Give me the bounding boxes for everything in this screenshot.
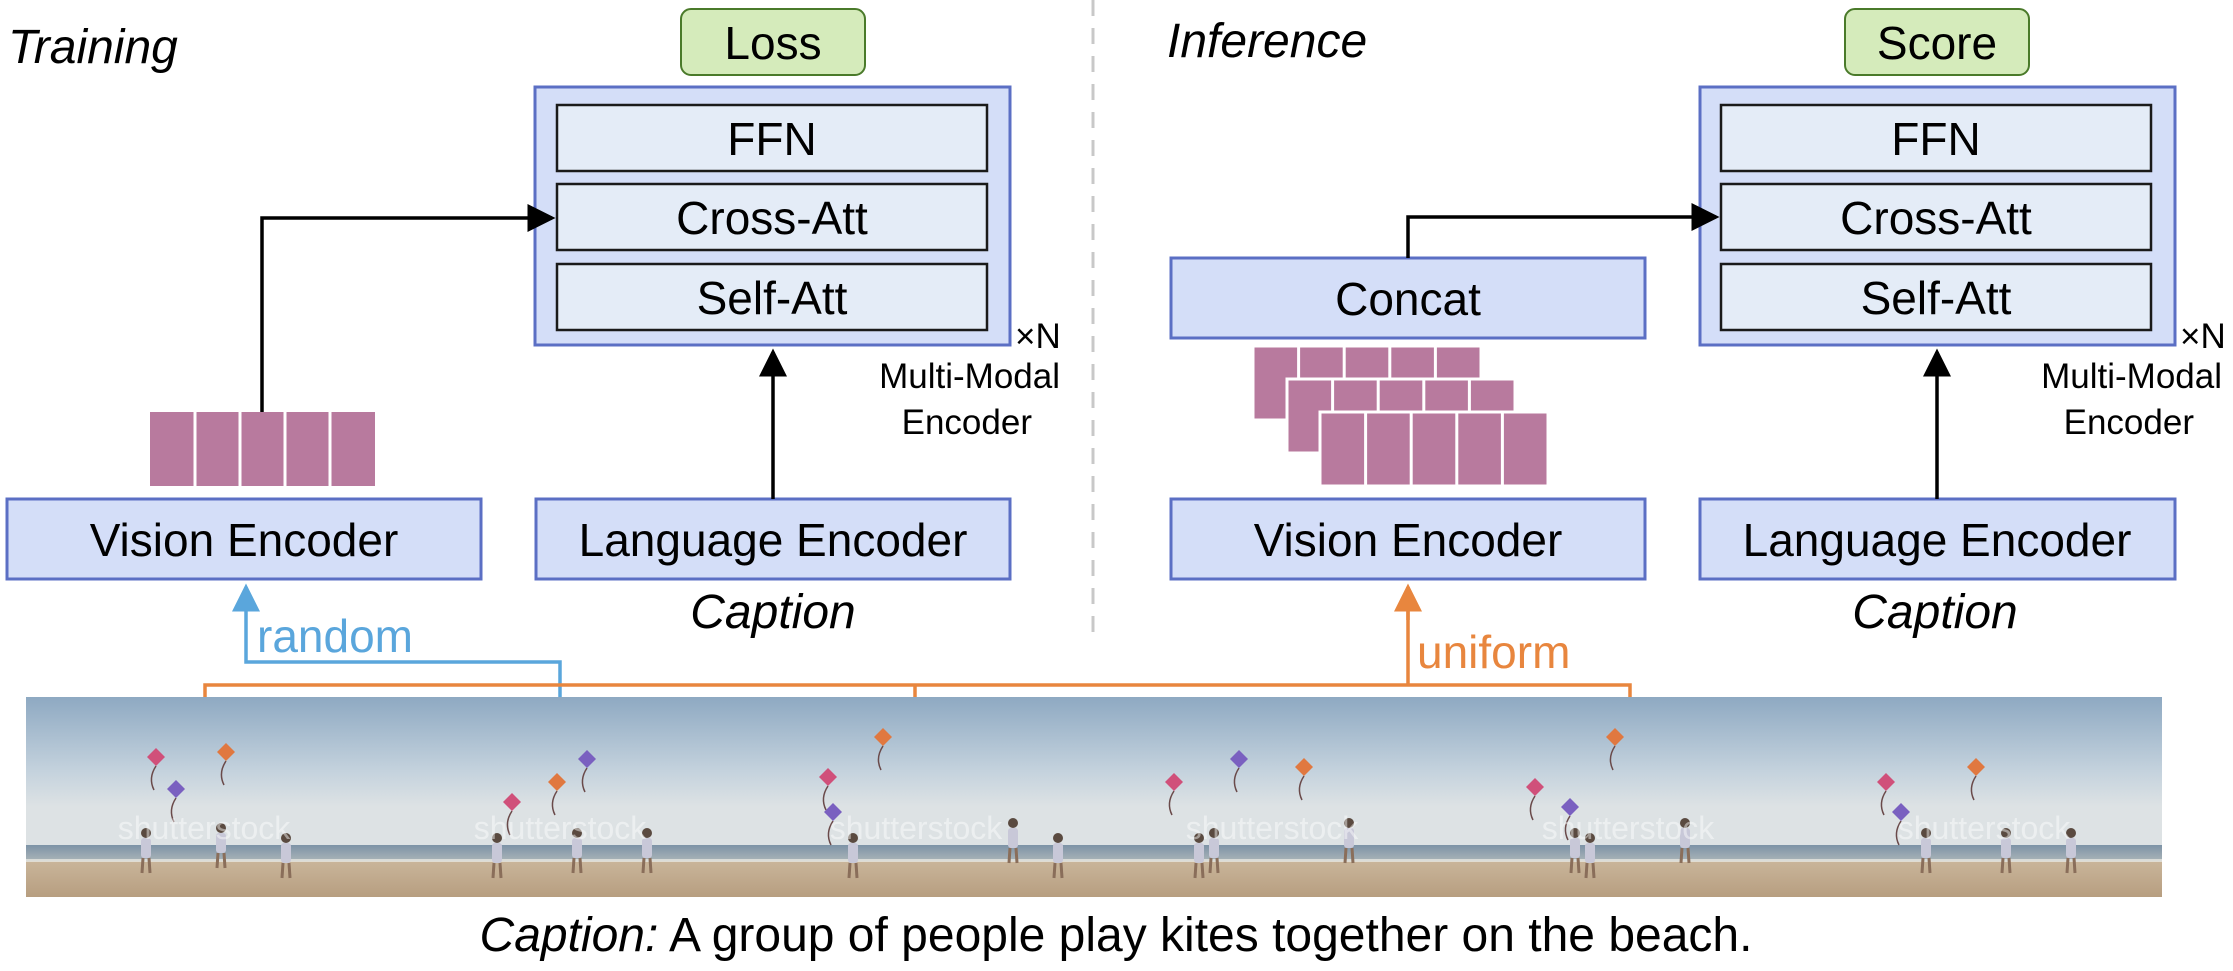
watermark-text: shutterstock [1542,810,1716,846]
person-icon [1193,833,1205,879]
kite-icon [578,750,596,768]
concat-box: Concat [1169,256,1647,340]
kite-icon [548,773,566,791]
uniform-label: uniform [1417,626,1570,678]
person-icon [215,823,227,869]
kite-icon [167,780,185,798]
kite-icon [824,803,842,821]
training-mm-label-2: Encoder [902,403,1033,442]
watermark-text: shutterstock [474,810,648,846]
person-icon [280,833,292,879]
person-icon [1208,828,1220,874]
kite-icon [1561,798,1579,816]
kite-icon [1230,750,1248,768]
person-icon [1343,818,1355,864]
inference-cross-att-layer [1719,182,2153,252]
person-icon [140,828,152,874]
person-icon [1569,828,1581,874]
inference-mm-label-1: Multi-Modal [2041,357,2222,396]
person-icon [847,833,859,879]
video-frame: shutterstock [26,697,382,897]
video-frame: shutterstock [1094,697,1450,897]
person-icon [571,828,583,874]
bottom-caption-text: A group of people play kites together on… [658,909,1752,962]
person-icon [2065,828,2077,874]
kite-icon [1526,778,1544,796]
inference-language-encoder: Language Encoder [1698,497,2177,581]
watermark-text: shutterstock [1186,810,1360,846]
training-vision-to-cross-att-arrow [260,204,556,412]
training-caption-label: Caption [690,586,855,639]
training-multimodal-encoder: FFN Cross-Att Self-Att [533,85,1012,347]
video-frame: shutterstock [738,697,1094,897]
watermark-text: shutterstock [830,810,1004,846]
bottom-caption-label: Caption: [480,909,659,962]
score-label: Score [1877,17,1997,69]
loss-label: Loss [724,17,821,69]
kite-icon [1606,728,1624,746]
inference-multimodal-encoder: FFN Cross-Att Self-Att [1698,85,2177,347]
training-repeat-label: ×N [1015,317,1061,356]
training-cross-att-label: Cross-Att [676,192,868,244]
kite-icon [147,748,165,766]
token-row [1320,412,1548,486]
kite-icon [1877,773,1895,791]
inference-ffn-layer [1719,103,2153,173]
person-icon [491,833,503,879]
training-vision-encoder-label: Vision Encoder [90,514,399,566]
kite-icon [819,768,837,786]
training-language-encoder-label: Language Encoder [579,514,968,566]
random-label: random [257,610,413,662]
score-box: Score [1844,8,2030,76]
kite-icon [503,793,521,811]
concat-label: Concat [1335,273,1481,325]
inference-vision-encoder-label: Vision Encoder [1254,514,1563,566]
video-frames-strip: shutterstock shutterstock shutterstock shut… [26,697,2162,897]
random-sampling-line [232,583,562,697]
bottom-caption: Caption: A group of people play kites to… [480,909,1753,962]
person-icon [1679,818,1691,864]
inference-repeat-label: ×N [2180,317,2226,356]
kite-icon [874,728,892,746]
kite-icon [1165,773,1183,791]
training-language-encoder: Language Encoder [534,497,1012,581]
inference-ffn-label: FFN [1891,113,1980,165]
kite-icon [1967,758,1985,776]
watermark-text: shutterstock [1898,810,2072,846]
concat-to-cross-att-arrow [1406,203,1720,258]
training-mm-label-1: Multi-Modal [879,357,1060,396]
training-ffn-layer [555,103,989,173]
inference-cross-att-label: Cross-Att [1840,192,2032,244]
inference-vision-encoder: Vision Encoder [1169,497,1647,581]
person-icon [641,828,653,874]
video-frame: shutterstock [1450,697,1806,897]
training-token-strip [150,412,375,486]
person-icon [1052,833,1064,879]
training-cross-att-layer [555,182,989,252]
inference-mm-label-2: Encoder [2064,403,2195,442]
training-self-att-label: Self-Att [697,272,848,324]
inference-title: Inference [1167,15,1367,68]
inference-caption-label: Caption [1852,586,2017,639]
kite-icon [1892,803,1910,821]
inference-token-stack [1251,344,1550,488]
inference-language-encoder-label: Language Encoder [1743,514,2132,566]
watermark-text: shutterstock [118,810,292,846]
video-frame: shutterstock [1806,697,2162,897]
training-ffn-label: FFN [727,113,816,165]
training-title: Training [8,21,178,74]
person-icon [1920,828,1932,874]
training-vision-encoder: Vision Encoder [5,497,483,581]
video-frame: shutterstock [382,697,738,897]
kite-icon [1295,758,1313,776]
person-icon [1584,833,1596,879]
inference-self-att-label: Self-Att [1861,272,2012,324]
person-icon [2000,828,2012,874]
loss-box: Loss [680,8,866,76]
inference-self-att-layer [1719,262,2153,332]
person-icon [1007,818,1019,864]
kite-icon [217,743,235,761]
training-self-att-layer [555,262,989,332]
